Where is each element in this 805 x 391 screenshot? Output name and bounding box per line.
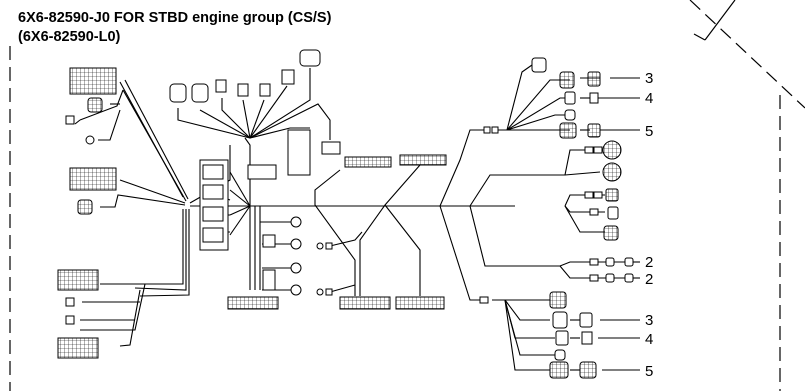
callout-3-top: 3: [645, 70, 653, 87]
callout-4-top: 4: [645, 90, 653, 107]
frame-outline: [9, 0, 805, 391]
connectors: [57, 49, 634, 379]
diagram-title: 6X6-82590-J0 FOR STBD engine group (CS/S…: [18, 10, 332, 26]
diagram-subtitle: (6X6-82590-L0): [18, 29, 121, 45]
callout-4-bottom: 4: [645, 331, 653, 348]
callout-5-bottom: 5: [645, 363, 653, 380]
callout-5-top: 5: [645, 123, 653, 140]
callout-3-bottom: 3: [645, 312, 653, 329]
callout-2-upper: 2: [645, 254, 653, 271]
callout-2-lower: 2: [645, 271, 653, 288]
